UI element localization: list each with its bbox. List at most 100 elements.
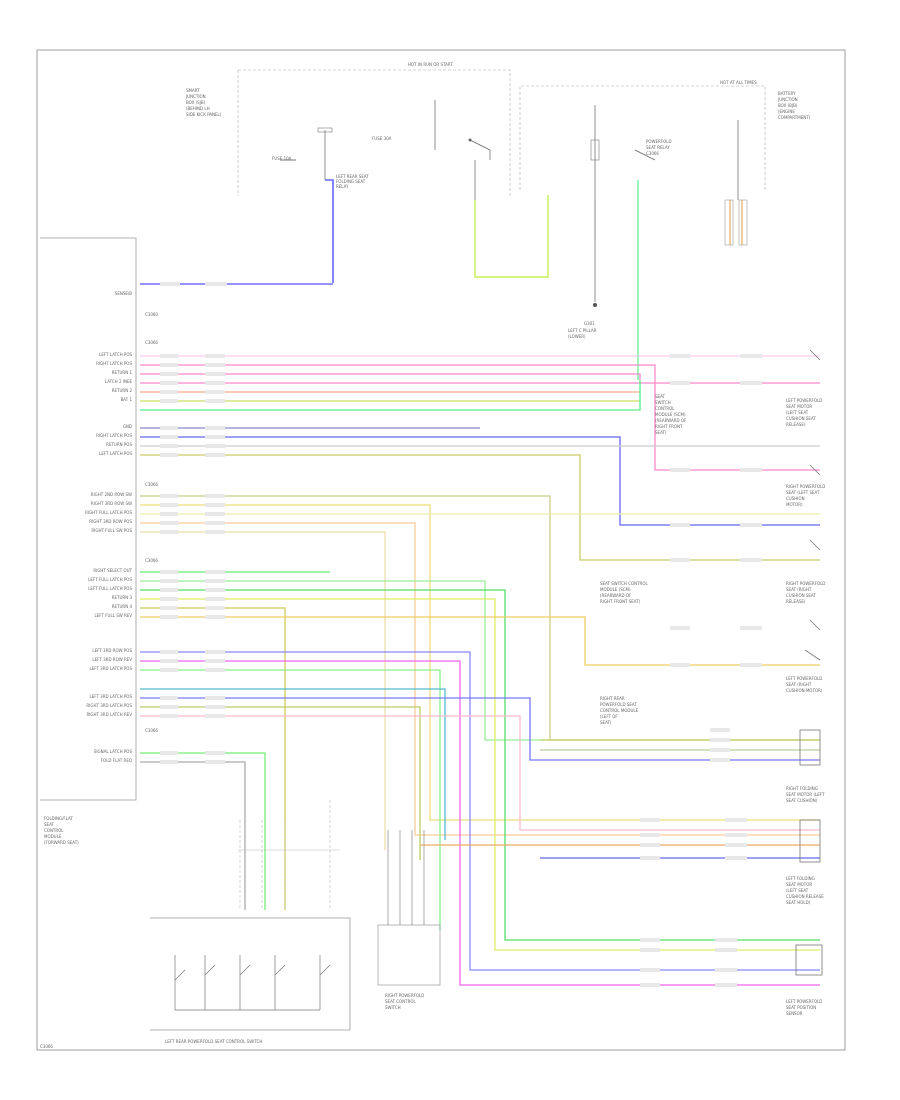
pin-label: RIGHT 3RD LATCH REV (86, 712, 132, 717)
pin-label: LEFT 3RD ROW POS (92, 648, 132, 653)
pin-label: RIGHT LATCH POS (96, 433, 132, 438)
right-component-label: (LEFT SEAT (786, 888, 809, 893)
ground-sub-1: LEFT C PILLAR (568, 328, 597, 333)
pin-label: RETURN 4 (112, 604, 133, 609)
module-name-5: (FORWARD SEAT) (44, 840, 79, 845)
pin-label: LEFT 3RD LATCH POS (89, 666, 132, 671)
sjb-label-4: (BEHIND LH (186, 106, 210, 111)
module-name-2: SEAT (44, 822, 54, 827)
connector-tag: C3066 (145, 482, 158, 487)
right-component-label: RIGHT FOLDING (786, 786, 818, 791)
bjb-label-1: BATTERY (778, 91, 796, 96)
pin-label: RIGHT LATCH POS (96, 361, 132, 366)
hot-all-label: HOT AT ALL TIMES (720, 80, 757, 85)
note2-line: MODULE (SCM) (600, 587, 631, 592)
right-component-label: RELEASE) (786, 422, 806, 427)
pin-label: RETURN 3 (112, 595, 133, 600)
note2-line: RIGHT FRONT SEAT) (600, 599, 641, 604)
right-component-label: LEFT POWERFOLD (786, 676, 822, 681)
right-components: LEFT POWERFOLD SEAT MOTOR (LEFT SEAT CUS… (786, 349, 825, 1016)
note3-line: (LEFT OF (600, 714, 618, 719)
note1-line: MODULE (SCM) (655, 412, 686, 417)
ground-label: G301 (584, 321, 595, 326)
pin-label: SIGNAL LATCH POS (94, 749, 133, 754)
connector-tag: C3066 (145, 558, 158, 563)
pin-label: RIGHT 3RD ROW SW (91, 501, 132, 506)
note3-line: POWERFOLD SEAT (600, 702, 637, 707)
module-name-1: FOLDING/FLAT (44, 816, 73, 821)
note3-line: RIGHT REAR (600, 696, 625, 701)
ground-sub-2: (LOWER) (568, 334, 586, 339)
note3-line: SEAT) (600, 720, 612, 725)
right-switch-label-1: RIGHT POWERFOLD (385, 993, 424, 998)
note1-line: SEAT) (655, 430, 667, 435)
note2-line: SEAT SWITCH CONTROL (600, 581, 648, 586)
pin-label: LEFT FULL LATCH POS (88, 586, 132, 591)
pin-label: LEFT LATCH POS (99, 451, 132, 456)
pin-label: LEFT FULL SW REV (95, 613, 133, 618)
right-component-label: SEAT (RIGHT (786, 682, 812, 687)
module-box: FOLDING/FLAT SEAT CONTROL MODULE (FORWAR… (40, 237, 137, 845)
pin-label: RIGHT FULL LATCH POS (85, 510, 132, 515)
right-component-label: (LEFT SEAT (786, 410, 809, 415)
right-component-label: SENSOR (786, 1011, 803, 1016)
hot-run-label: HOT IN RUN OR START (408, 62, 453, 67)
pin-label: RIGHT 2ND ROW SW (91, 492, 132, 497)
pin-label: BAT 1 (121, 397, 133, 402)
left-relay-label-3: RELAY (336, 184, 349, 189)
sjb-label-1: SMART (186, 88, 200, 93)
top-power-section: HOT IN RUN OR START HOT AT ALL TIMES SMA… (185, 62, 811, 380)
pin-label: GND (123, 424, 132, 429)
pin-label: RIGHT 3RD ROW POS (89, 519, 132, 524)
notes: SEAT SWITCH CONTROL MODULE (SCM) (REARWA… (600, 394, 687, 725)
pin-label: SENSE/B (115, 291, 132, 296)
note2-line: (REARWARD OF (600, 593, 632, 598)
right-component-label: SEAT MOTOR (786, 404, 812, 409)
right-component-label: SEAT CUSHION) (786, 798, 818, 803)
pin-label: FOLD FLAT REQ (101, 758, 132, 763)
module-pin-labels: SENSE/B LEFT LATCH POS RIGHT LATCH POS R… (85, 291, 132, 763)
pin-label: LEFT FULL LATCH POS (88, 577, 132, 582)
right-switch-label-3: SWITCH (385, 1005, 401, 1010)
right-component-label: RIGHT POWERFOLD (786, 581, 825, 586)
fold-relay-3: C3066 (646, 151, 659, 156)
connector-tag: C3066 (145, 728, 158, 733)
left-switch-label: LEFT REAR POWERFOLD SEAT CONTROL SWITCH (165, 1039, 262, 1044)
bjb-label-4: (ENGINE (778, 109, 795, 114)
pin-label: RIGHT 3RD LATCH POS (86, 703, 132, 708)
bjb-label-3: BOX (BJB) (778, 103, 798, 108)
fold-relay-2: SEAT RELAY (646, 145, 670, 150)
right-component-label: CUSHION SEAT (786, 416, 816, 421)
note1-line: SEAT (655, 394, 665, 399)
connector-tag: C3060 (145, 312, 158, 317)
right-switch-label-2: SEAT CONTROL (385, 999, 417, 1004)
right-component-label: SEAT HOLD) (786, 900, 811, 905)
connector-tags: C3060 C3066 C3066 C3066 C3066 (145, 312, 158, 733)
wire-label-chips (160, 282, 762, 987)
right-component-label: RIGHT POWERFOLD (786, 484, 825, 489)
sjb-label-2: JUNCTION (185, 94, 206, 99)
note3-line: CONTROL MODULE (600, 708, 639, 713)
pin-label: RETURN 1 (112, 370, 133, 375)
right-component-label: RELEASE) (786, 599, 806, 604)
right-component-label: MOTOR) (786, 502, 803, 507)
right-component-label: CUSHION (786, 496, 805, 501)
pin-label: RIGHT FULL SW POS (91, 528, 132, 533)
pin-label: RETURN 2 (112, 388, 133, 393)
note1-line: RIGHT FRONT (655, 424, 683, 429)
left-relay-label: LEFT REAR SEAT (336, 174, 369, 179)
sjb-label-5: SIDE KICK PANEL) (186, 112, 222, 117)
sjb-label-3: BOX (SJB) (186, 100, 206, 105)
pin-label: LEFT LATCH POS (99, 352, 132, 357)
right-component-label: CUSHION MOTOR) (786, 688, 823, 693)
right-component-label: SEAT MOTOR (786, 882, 812, 887)
right-component-label: SEAT POSITION (786, 1005, 816, 1010)
right-component-label: LEFT FOLDING (786, 876, 815, 881)
pin-label: RETURN POS (106, 442, 132, 447)
note1-line: CONTROL (655, 406, 675, 411)
fuse-a-label: FUSE 10A (272, 156, 292, 161)
bjb-label-5: COMPARTMENT) (778, 115, 811, 120)
connector-tag: C3066 (145, 340, 158, 345)
pin-label: LATCH 2 INEE (105, 379, 133, 384)
pin-label: LEFT 3RD ROW REV (92, 657, 132, 662)
